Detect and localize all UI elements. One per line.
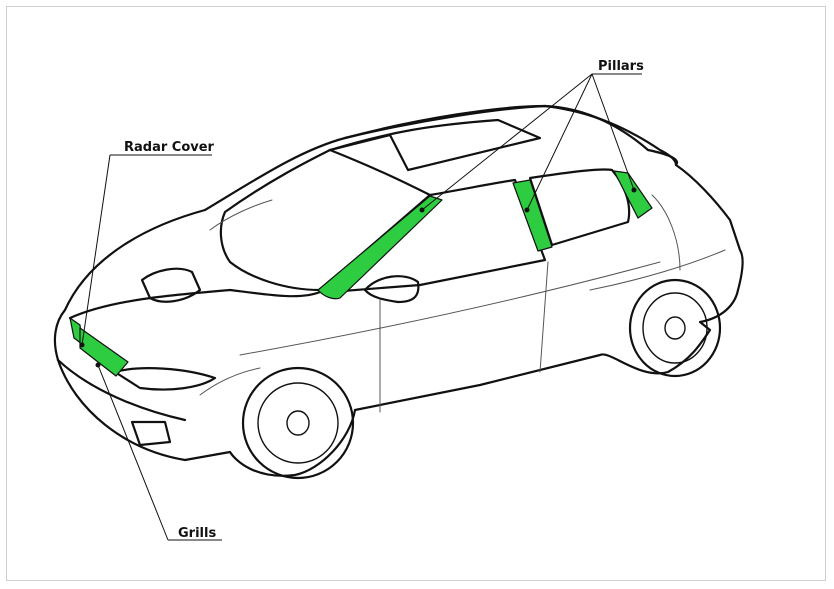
wiper-area xyxy=(209,199,273,231)
headlight xyxy=(113,367,217,391)
a-pillar-highlight xyxy=(317,195,443,300)
grills-leader xyxy=(97,364,169,541)
door-seam-rear xyxy=(539,261,549,373)
pillars-label: Pillars xyxy=(598,59,644,74)
roof-line xyxy=(343,104,678,167)
front-wheel-hub xyxy=(286,410,310,436)
pillars-leader-a xyxy=(421,73,593,211)
radar-cover-label: Radar Cover xyxy=(124,140,215,155)
front-quarter-line xyxy=(199,367,261,396)
rear-hatch xyxy=(651,194,681,271)
pillars-leader-dot-b xyxy=(524,207,530,213)
rear-body-line xyxy=(589,249,726,291)
side-character-line xyxy=(239,261,661,356)
grills-label: Grills xyxy=(178,526,216,541)
fog-lamp xyxy=(130,420,172,447)
front-side-window xyxy=(328,178,547,294)
front-wheel-rim xyxy=(257,382,339,464)
pillars-leader-b xyxy=(526,73,593,211)
c-pillar-highlight xyxy=(613,170,653,219)
car-body-outline xyxy=(53,104,744,477)
rear-wheel xyxy=(628,278,722,378)
side-mirror xyxy=(363,275,420,304)
grill-highlight xyxy=(79,327,129,377)
pillars-leader-c xyxy=(591,73,635,191)
rear-wheel-rim xyxy=(642,292,708,364)
radar-cover-leader xyxy=(81,154,111,346)
hood-scoop xyxy=(140,267,202,303)
front-bumper-line xyxy=(56,358,187,422)
front-wheel xyxy=(241,366,355,480)
windshield xyxy=(219,148,432,292)
b-pillar-highlight xyxy=(512,179,553,252)
pillars-leader-dot-a xyxy=(419,207,425,213)
rear-side-window xyxy=(528,168,631,247)
rear-wheel-hub xyxy=(664,316,686,340)
grills-leader-dot xyxy=(95,362,101,368)
diagram-frame xyxy=(6,6,826,581)
pillars-leader-dot-c xyxy=(631,187,637,193)
radar-cover-leader-dot xyxy=(79,342,85,348)
hood-edge xyxy=(68,288,322,320)
sunroof xyxy=(328,118,542,172)
